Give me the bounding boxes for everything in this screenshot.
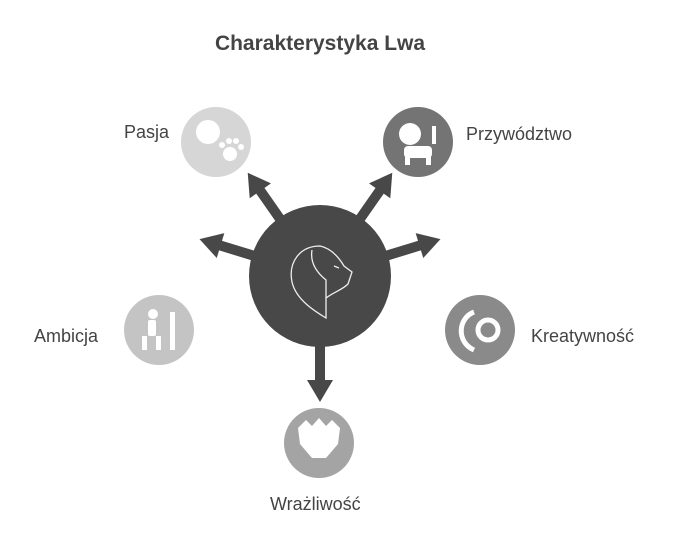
label-pasja: Pasja (124, 122, 170, 142)
lion-head-icon (290, 245, 353, 320)
label-ambicja: Ambicja (34, 326, 99, 346)
node-przywodztwo (383, 107, 453, 177)
node-pasja (181, 107, 251, 177)
label-kreatywnosc: Kreatywność (531, 326, 635, 346)
node-wrazliwosc (284, 408, 354, 478)
node-kreatywnosc (445, 295, 515, 365)
label-wrazliwosc: Wrażliwość (270, 494, 361, 514)
lion-phone-icon (458, 309, 501, 353)
diagram-title: Charakterystyka Lwa (214, 32, 426, 55)
label-przywodztwo: Przywództwo (466, 124, 573, 144)
lion-face-icon (298, 418, 340, 458)
lion-paw-icon (196, 120, 244, 161)
climber-icon (142, 309, 175, 350)
arrow-wrazliwosc (307, 336, 333, 402)
center-circle (249, 205, 391, 347)
dog-icon (399, 123, 436, 165)
node-ambicja (124, 295, 194, 365)
